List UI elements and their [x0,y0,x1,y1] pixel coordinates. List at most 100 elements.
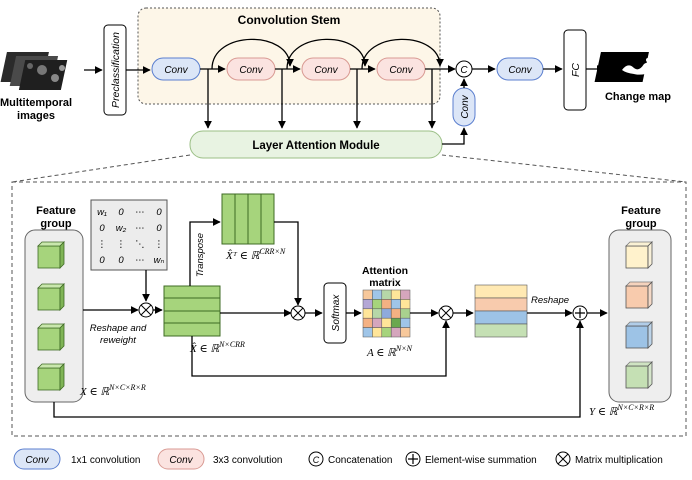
weight-matrix-cell: ⋮ [116,239,126,250]
weighted-bar [474,323,528,338]
legend-sum-desc: Element-wise summation [425,455,537,466]
weight-matrix-cell: w₁ [97,207,107,218]
feature-group-out-line1: Feature [621,205,661,217]
attention-cell [400,289,411,300]
attention-cell [390,289,401,300]
matmul-node-2 [290,305,306,321]
attention-cell [400,299,411,310]
x-hat-block [163,285,221,337]
x-hat-transpose-label: X̂ᵀ ∈ ℝCRR×N [225,247,286,262]
legend-conv1x1-desc: 1x1 convolution [71,455,141,466]
legend: Conv 1x1 convolution Conv 3x3 convolutio… [13,448,663,470]
legend-conv3x3-text: Conv [169,455,193,466]
output-cube [625,281,653,309]
attention-label-line1: Attention [362,265,408,277]
transpose-label: Transpose [195,233,206,277]
a-shape-label: A ∈ ℝN×N [366,344,413,359]
weight-matrix-cell: 0 [118,255,124,266]
attention-cell [372,289,383,300]
attention-cell [400,327,411,338]
weight-matrix-cell: 0 [118,207,124,218]
attention-cell [362,317,373,328]
convolution-stem-box [137,7,441,105]
attention-cell [362,327,373,338]
attention-cell [362,308,373,319]
attention-cell [390,327,401,338]
attention-cell [381,327,392,338]
residual-arc-3 [361,38,444,70]
reshape-reweight-line1: Reshape and [90,323,147,334]
attention-cell [390,317,401,328]
legend-conv1x1-swatch [13,448,61,470]
input-cube [37,323,65,351]
output-label: Change map [605,91,671,103]
reshape-reweight-line2: reweight [100,335,136,346]
attention-cell [372,317,383,328]
weighted-bar [474,284,528,299]
x-shape-label: X ∈ ℝN×C×R×R [79,383,146,398]
attention-cell [390,299,401,310]
legend-conv3x3-desc: 3x3 convolution [213,455,283,466]
residual-arc-1 [211,38,294,70]
stem-conv3x3-1-label: Conv [239,65,263,76]
weight-matrix-cell: w₂ [116,223,127,234]
concat-symbol: C [460,65,468,76]
change-map-image [594,52,652,82]
multitemporal-images [0,52,68,90]
input-label-line2: images [17,110,55,122]
legend-matmul-desc: Matrix multiplication [575,455,663,466]
weight-matrix-cell: 0 [156,207,162,218]
input-cube [37,363,65,391]
weighted-bar [474,310,528,325]
matmul-node-3 [438,305,454,321]
legend-sum-icon [405,451,421,467]
attention-cell [400,317,411,328]
weighted-feature-bars [474,284,528,338]
legend-concat-icon [308,451,324,467]
attention-cell [400,308,411,319]
softmax-label: Softmax [331,294,342,332]
attention-cell [381,289,392,300]
weight-matrix-cell: 0 [156,223,162,234]
input-label-line1: Multitemporal [0,97,72,109]
attention-cell [362,289,373,300]
input-cube [37,283,65,311]
legend-concat-desc: Concatenation [328,455,393,466]
weighted-bar [474,297,528,312]
fc-block [563,29,587,111]
head-conv1x1-label: Conv [508,65,532,76]
sum-node [572,305,588,321]
weight-matrix-cell: wₙ [154,255,165,266]
legend-conv3x3-swatch [157,448,205,470]
weight-matrix-cell: ⋮ [97,239,107,250]
attention-cell [381,308,392,319]
legend-matmul-icon [555,451,571,467]
y-shape-label: Y ∈ ℝN×C×R×R [589,403,654,418]
weight-matrix-cell: ⋯ [135,207,145,218]
attention-cell [372,327,383,338]
stem-conv1x1-label: Conv [164,65,188,76]
attention-cell [362,299,373,310]
input-cube [37,241,65,269]
weight-matrix-cell: ⋮ [154,239,164,250]
attention-label-line2: matrix [369,277,401,289]
reshape-label: Reshape [531,295,569,306]
output-cube [625,241,653,269]
preclassification-label: Preclassification [110,32,122,108]
attention-cell [372,308,383,319]
weight-matrix [90,199,168,271]
attention-matrix [362,289,411,338]
output-cubes [625,241,653,389]
matmul-node-1 [138,302,154,318]
lam-label: Layer Attention Module [252,140,379,152]
attention-cell [390,308,401,319]
attention-cell [381,299,392,310]
x-hat-label: X̂ ∈ ℝN×CRR [189,340,245,355]
weight-matrix-cell: ⋯ [135,223,145,234]
weight-matrix-cell: ⋱ [135,239,145,250]
output-cube [625,361,653,389]
residual-arc-2 [286,38,369,70]
weight-matrix-cell: 0 [99,255,105,266]
stem-conv3x3-3-label: Conv [389,65,413,76]
